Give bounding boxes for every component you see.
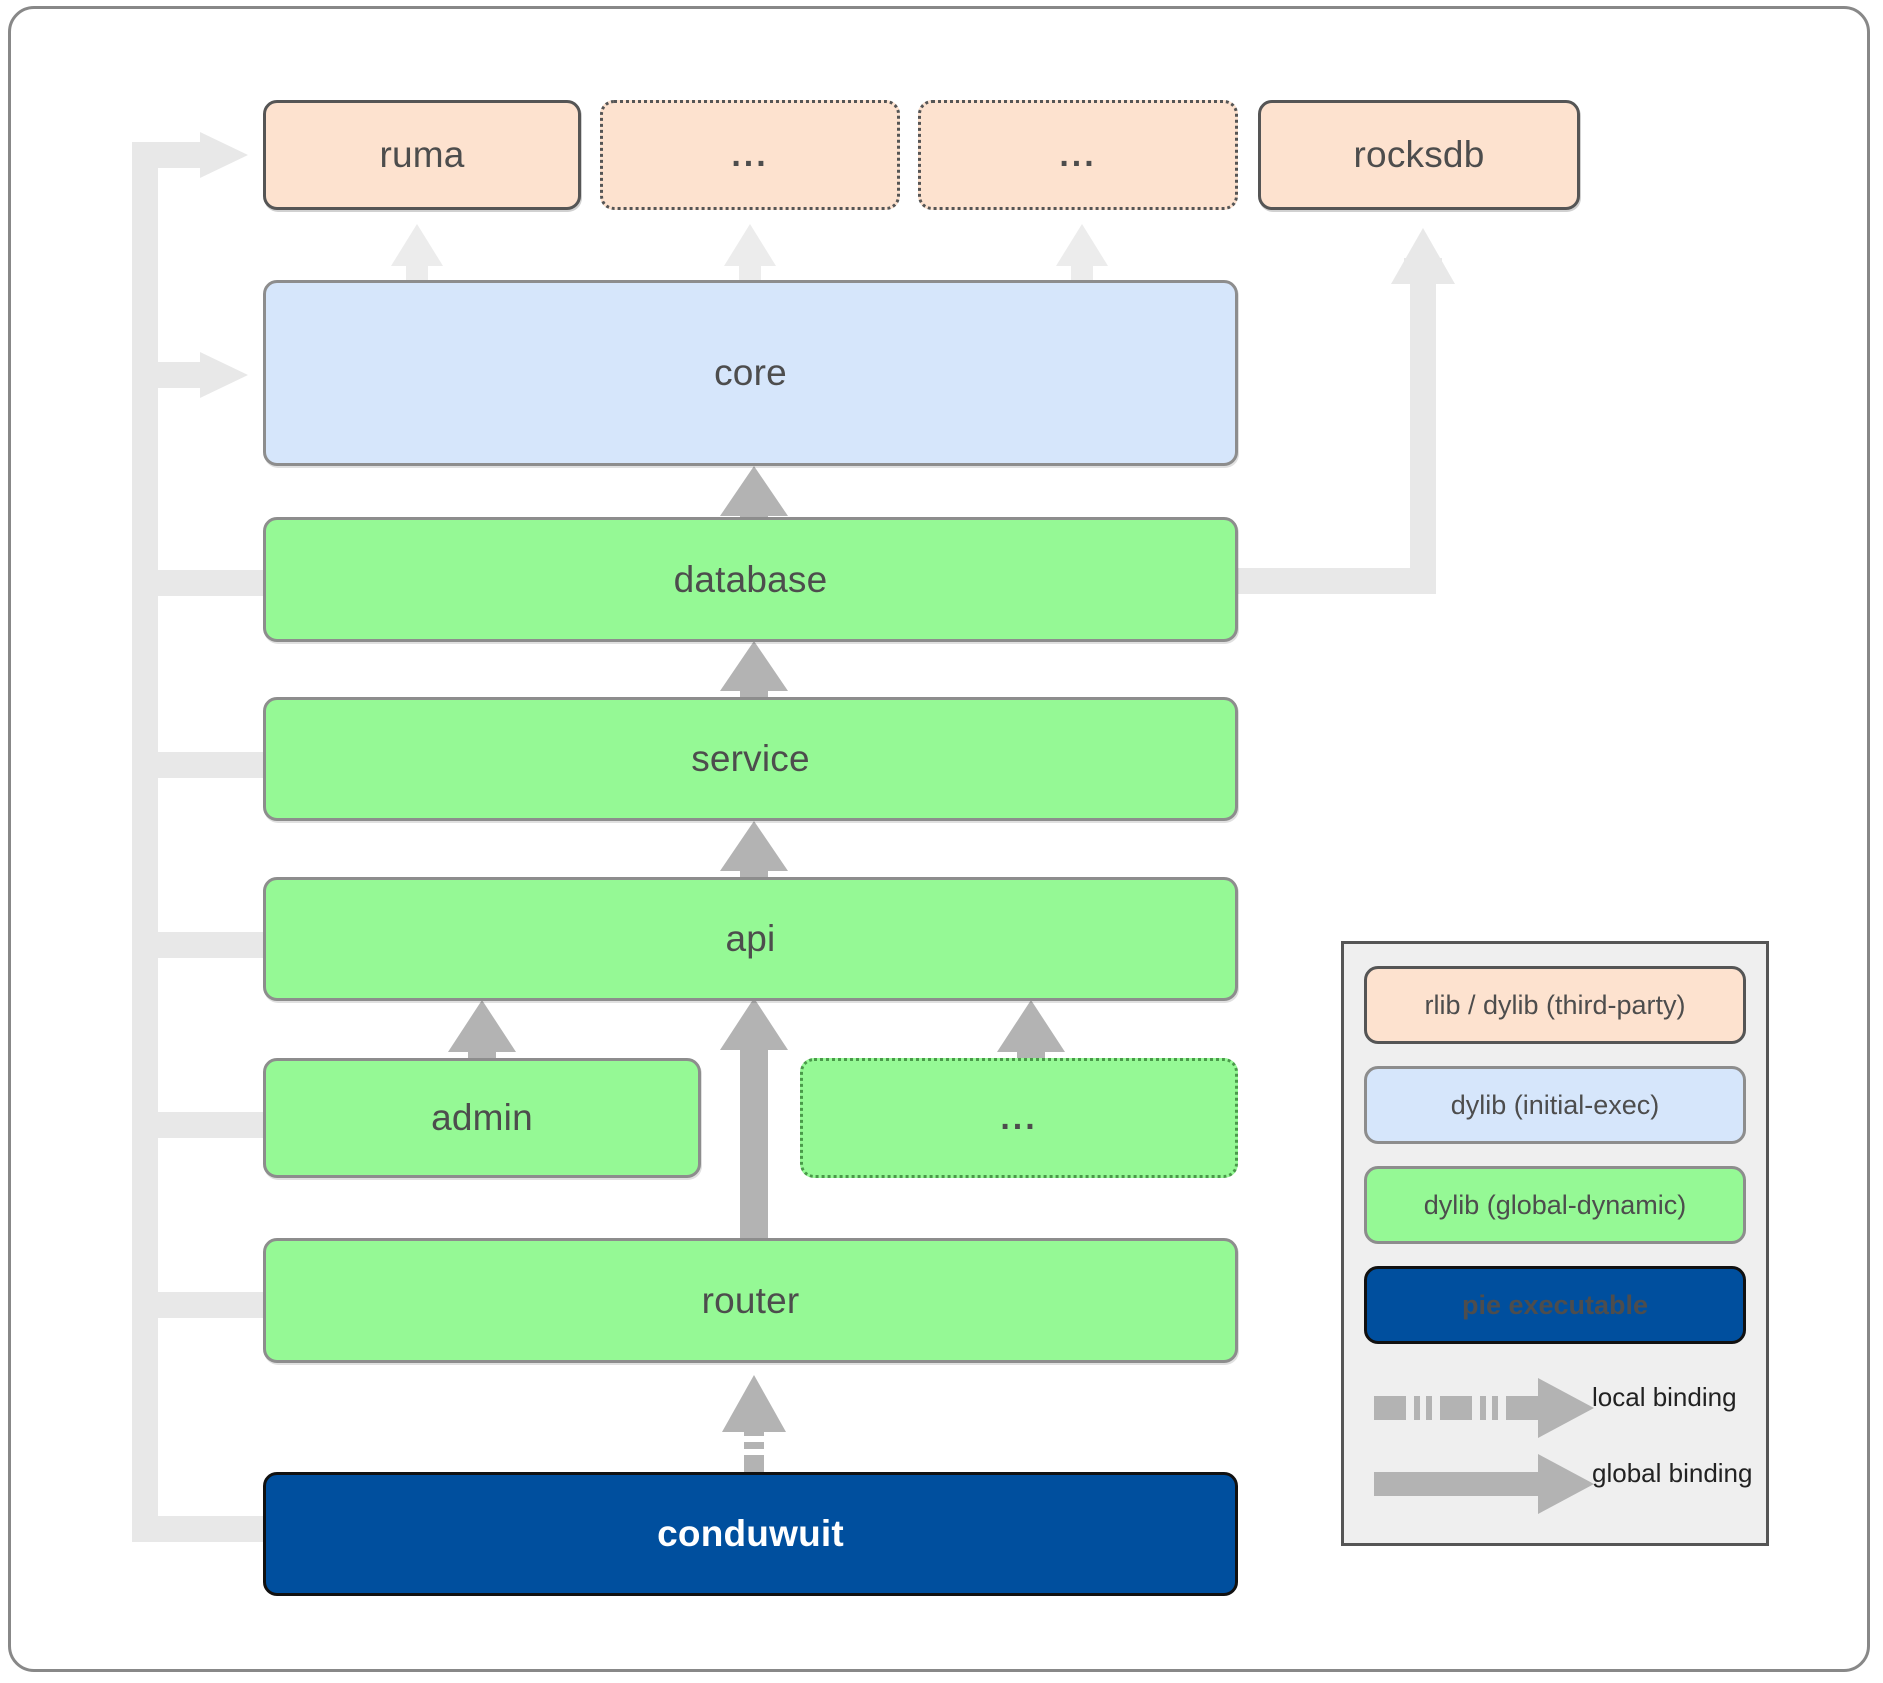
legend-local-binding-label: local binding	[1592, 1382, 1737, 1412]
node-ruma[interactable]: ruma	[263, 100, 581, 210]
legend-swatch-pie-executable-label: pie executable	[1461, 1289, 1649, 1320]
node-router-label: router	[701, 1279, 800, 1321]
node-database[interactable]: database	[263, 517, 1238, 642]
node-database-label: database	[673, 558, 828, 600]
node-rocksdb-label: rocksdb	[1353, 134, 1485, 175]
legend-swatch-third-party: rlib / dylib (third-party)	[1364, 966, 1746, 1044]
node-api[interactable]: api	[263, 877, 1238, 1001]
legend-panel: rlib / dylib (third-party) dylib (initia…	[1341, 941, 1769, 1546]
node-service-label: service	[691, 738, 810, 779]
node-ellipsis-3[interactable]: ...	[800, 1058, 1238, 1178]
legend-swatch-pie-executable: pie executable	[1364, 1266, 1746, 1344]
node-api-label: api	[725, 918, 776, 959]
node-conduwuit[interactable]: conduwuit	[263, 1472, 1238, 1596]
legend-global-binding-label: global binding	[1592, 1458, 1753, 1488]
node-core[interactable]: core	[263, 280, 1238, 466]
legend-global-binding-arrow-icon	[1374, 1454, 1594, 1514]
legend-swatch-initial-exec: dylib (initial-exec)	[1364, 1066, 1746, 1144]
legend-swatch-third-party-label: rlib / dylib (third-party)	[1424, 989, 1686, 1020]
node-rocksdb[interactable]: rocksdb	[1258, 100, 1580, 210]
legend-swatch-global-dynamic: dylib (global-dynamic)	[1364, 1166, 1746, 1244]
node-ellipsis-2-label: ...	[1059, 135, 1097, 174]
node-conduwuit-label: conduwuit	[657, 1513, 844, 1554]
node-ellipsis-3-label: ...	[1000, 1098, 1038, 1137]
node-admin[interactable]: admin	[263, 1058, 701, 1178]
node-ellipsis-2[interactable]: ...	[918, 100, 1238, 210]
node-core-label: core	[714, 352, 787, 393]
legend-swatch-initial-exec-label: dylib (initial-exec)	[1450, 1089, 1660, 1120]
node-ellipsis-1-label: ...	[731, 135, 769, 174]
node-ellipsis-1[interactable]: ...	[600, 100, 900, 210]
node-service[interactable]: service	[263, 697, 1238, 821]
legend-swatch-global-dynamic-label: dylib (global-dynamic)	[1423, 1189, 1687, 1220]
legend-local-binding-arrow-icon	[1374, 1378, 1594, 1438]
node-ruma-label: ruma	[379, 134, 465, 175]
node-admin-label: admin	[431, 1097, 533, 1138]
node-router[interactable]: router	[263, 1238, 1238, 1363]
